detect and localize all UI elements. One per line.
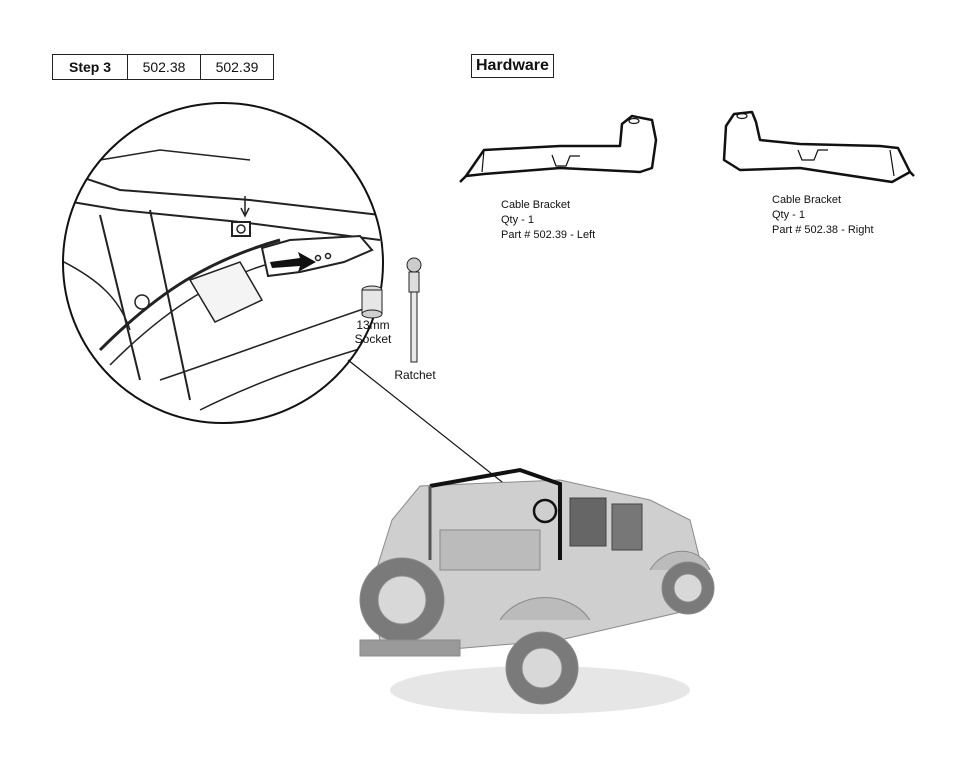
socket-text: Socket [354,332,392,346]
hardware-title: Hardware [471,54,554,78]
left-bracket-name: Cable Bracket [501,199,571,211]
detail-location-circle [532,498,558,524]
socket-label: 13mm Socket [348,318,398,346]
right-bracket-label: Cable Bracket Qty - 1 Part # 502.38 - Ri… [772,193,874,238]
ratchet-icon [406,257,422,363]
step-label: Step 3 [52,54,128,80]
left-bracket-qty: Qty - 1 [501,214,535,226]
left-bracket-part: Part # 502.39 - Left [501,229,596,241]
vehicle-image [359,467,715,714]
part-number-a: 502.38 [127,54,201,80]
step-header-table: Step 3 502.38 502.39 [52,54,274,80]
install-arrow-icon [270,252,316,272]
right-bracket-part: Part # 502.38 - Right [772,224,874,236]
left-bracket-label: Cable Bracket Qty - 1 Part # 502.39 - Le… [501,198,595,243]
right-bracket-name: Cable Bracket [772,194,842,206]
part-number-b: 502.39 [200,54,274,80]
socket-icon [361,285,383,319]
ratchet-label: Ratchet [394,368,436,382]
left-cable-bracket-image [459,114,658,183]
socket-size: 13mm [356,318,390,332]
right-bracket-qty: Qty - 1 [772,209,806,221]
detail-closeup-circle [62,102,384,424]
right-cable-bracket-image [722,110,915,184]
